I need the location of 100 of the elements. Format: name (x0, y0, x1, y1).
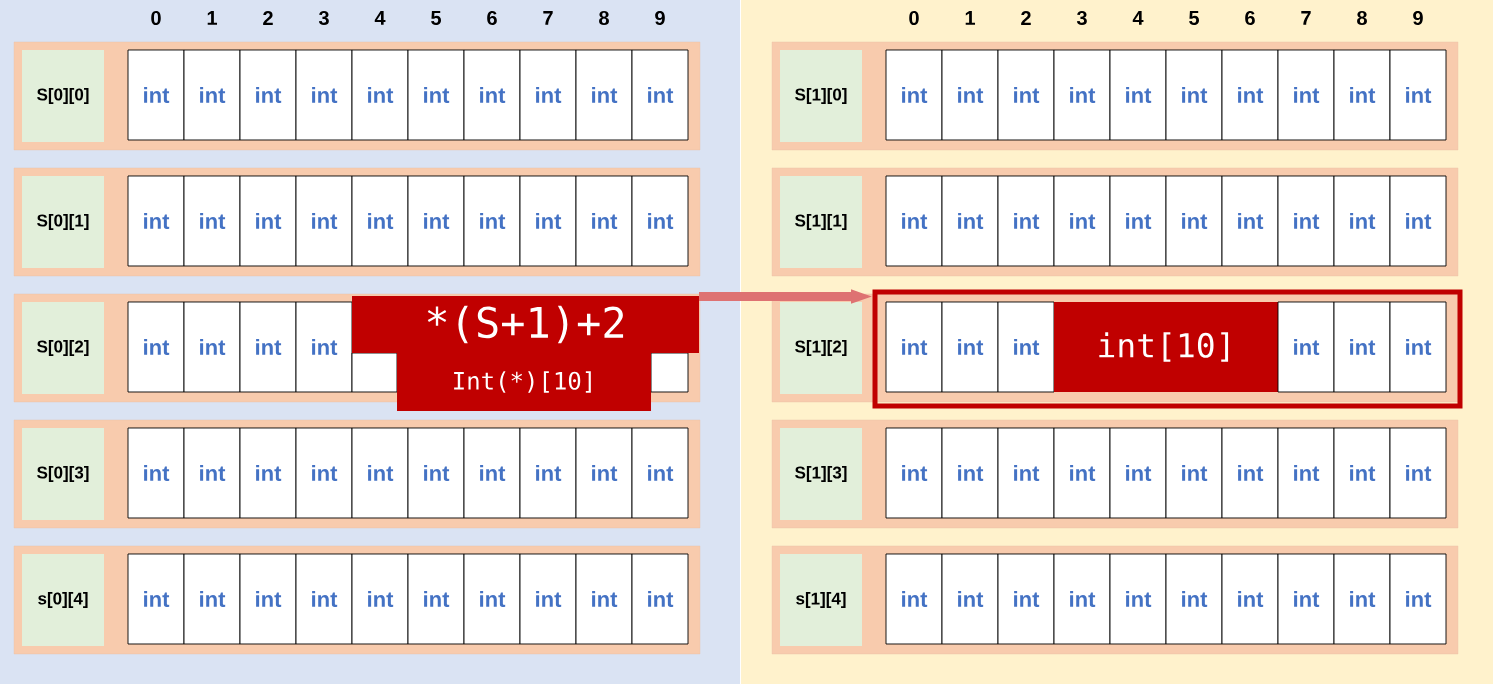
array-cell: int (941, 301, 999, 393)
array-cell: int (997, 301, 1055, 393)
array-cell: int (631, 49, 689, 141)
column-index: 6 (487, 10, 497, 26)
row-label-box: S[0][1] (22, 176, 104, 268)
type-box: Int(*)[10] (397, 353, 651, 411)
array-cell: int (295, 175, 353, 267)
array-cell: int (1333, 49, 1391, 141)
array-cell: int (631, 427, 689, 519)
array-cell: int (239, 175, 297, 267)
array-cell: int (997, 49, 1055, 141)
array-cell: int (1277, 427, 1335, 519)
array-cell: int (239, 301, 297, 393)
array-cell: int (183, 301, 241, 393)
column-index: 7 (1301, 11, 1311, 25)
column-index: 8 (1357, 10, 1367, 26)
array-cell: int (1277, 175, 1335, 267)
array-cell: int (183, 49, 241, 141)
row-label-box: S[1][3] (780, 428, 862, 520)
row-label-box: S[0][0] (22, 50, 104, 142)
array-cell: int (885, 175, 943, 267)
column-index: 0 (151, 10, 161, 26)
array-cell: int (1389, 301, 1447, 393)
array-cell: int (295, 553, 353, 645)
row-label-box: S[1][2] (780, 302, 862, 394)
array-cell: int (463, 427, 521, 519)
array-cell: int (941, 427, 999, 519)
array-cell: int (1389, 553, 1447, 645)
column-index: 7 (543, 11, 553, 25)
array-cell: int (295, 427, 353, 519)
column-index: 8 (599, 10, 609, 26)
array-cell: int (1109, 175, 1167, 267)
array-cell: int (407, 553, 465, 645)
array-cell: int (1221, 175, 1279, 267)
array-cell: int (575, 553, 633, 645)
array-cell: int (885, 427, 943, 519)
array-cell: int (575, 175, 633, 267)
array-cell: int (575, 49, 633, 141)
array-cell: int (941, 553, 999, 645)
column-index: 9 (655, 10, 665, 26)
array-cell: int (1277, 49, 1335, 141)
column-index: 0 (909, 10, 919, 26)
array-cell: int (575, 427, 633, 519)
highlight-frame (872, 289, 1463, 409)
array-cell: int (1221, 49, 1279, 141)
column-index: 3 (1076, 10, 1087, 26)
array-cell: int (127, 49, 185, 141)
array-cell: int (407, 175, 465, 267)
array-cell: int (183, 427, 241, 519)
array-cell: int (885, 553, 943, 645)
array-cell: int (407, 49, 465, 141)
array-cell: int (351, 175, 409, 267)
array-cell: int (1109, 427, 1167, 519)
array-cell: int (1221, 553, 1279, 645)
array-cell: int (519, 427, 577, 519)
column-index: 3 (318, 10, 329, 26)
column-index: 5 (1189, 11, 1199, 25)
row-label-box: s[0][4] (22, 554, 104, 646)
array-cell: int (351, 49, 409, 141)
row-label-box: S[0][2] (22, 302, 104, 394)
array-cell: int (1333, 301, 1391, 393)
array-cell: int (941, 49, 999, 141)
array-cell: int (183, 553, 241, 645)
array-cell: int (1277, 301, 1335, 393)
array-cell: int (1389, 175, 1447, 267)
row-label-box: S[1][1] (780, 176, 862, 268)
array-cell: int (239, 553, 297, 645)
column-index: 5 (431, 11, 441, 25)
array-cell: int (631, 553, 689, 645)
array-cell: int (183, 175, 241, 267)
array-cell: int (1053, 427, 1111, 519)
array-cell: int (1389, 427, 1447, 519)
array-cell: int (127, 553, 185, 645)
column-index: 1 (207, 11, 217, 25)
array-cell: int (997, 175, 1055, 267)
array-cell: int (1053, 175, 1111, 267)
column-index: 6 (1245, 10, 1255, 26)
array-cell: int (351, 553, 409, 645)
column-index: 9 (1413, 10, 1423, 26)
array-cell: int (1165, 49, 1223, 141)
column-index: 2 (263, 11, 273, 25)
array-cell: int (1109, 49, 1167, 141)
node-label: *(S+1)+2 (427, 305, 624, 344)
array-cell: int (519, 553, 577, 645)
array-cell: int (1053, 553, 1111, 645)
array-cell: int (1165, 553, 1223, 645)
array-cell: int (1333, 553, 1391, 645)
array-cell: int (631, 175, 689, 267)
type-box: int[10] (1054, 302, 1278, 392)
array-cell: int (463, 49, 521, 141)
array-cell: int (1165, 427, 1223, 519)
array-cell: int (885, 301, 943, 393)
array-cell: int (239, 427, 297, 519)
array-cell: int (1333, 175, 1391, 267)
array-cell: int (351, 427, 409, 519)
row-label-box: S[0][3] (22, 428, 104, 520)
array-cell: int (127, 301, 185, 393)
column-index: 4 (1132, 11, 1144, 25)
array-cell (351, 352, 398, 393)
array-cell: int (1165, 175, 1223, 267)
